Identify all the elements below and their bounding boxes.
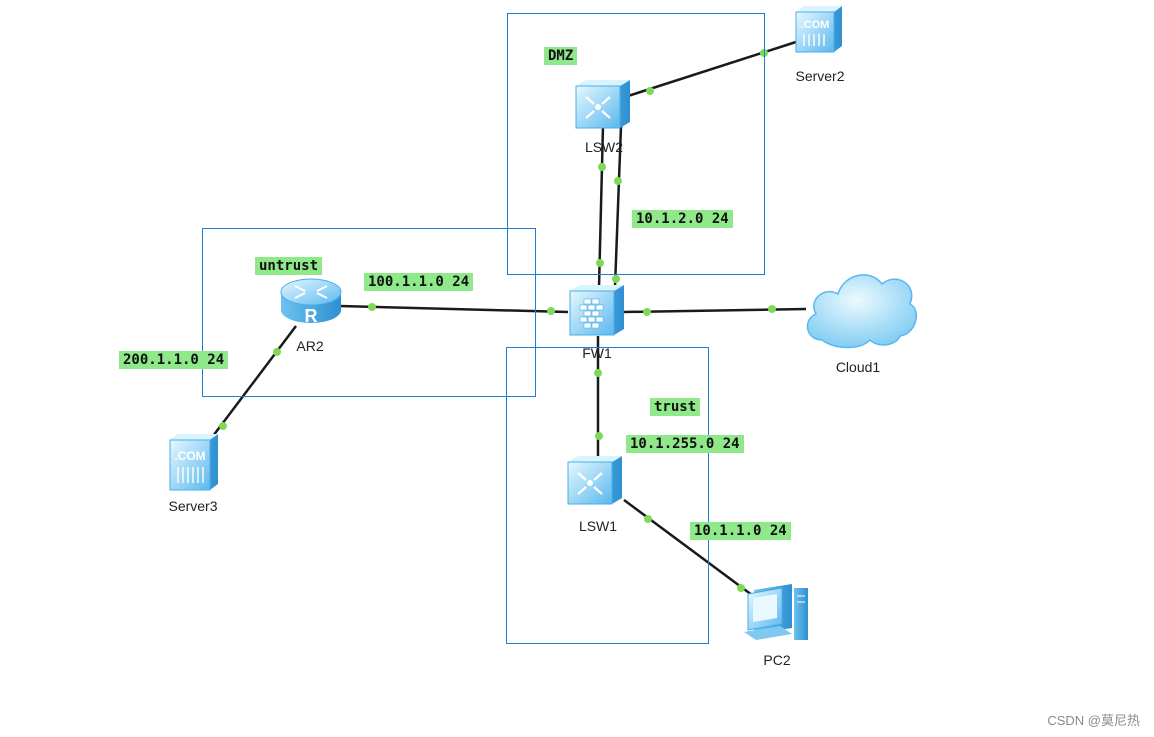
router-letter: R — [305, 306, 318, 326]
server3-badge: .COM — [174, 449, 205, 463]
port-dots — [219, 49, 776, 592]
zone-trust-box — [506, 347, 709, 644]
cloud1-icon[interactable] — [806, 274, 918, 349]
link-lsw1-pc2 — [623, 498, 753, 597]
zone-untrust-tag: untrust — [255, 257, 323, 275]
link-fw1-cloud1 — [623, 307, 807, 314]
fw1-firewall-icon[interactable] — [569, 285, 624, 336]
fw1-label: FW1 — [582, 345, 612, 361]
net-dmz-tag: 10.1.2.0 24 — [632, 210, 733, 228]
link-lsw2-server2 — [627, 40, 797, 98]
net-trust-tag: 10.1.255.0 24 — [626, 435, 744, 453]
lsw2-label: LSW2 — [584, 139, 624, 155]
pc2-label: PC2 — [763, 652, 791, 668]
cloud1-label: Cloud1 — [835, 359, 881, 375]
pc2-icon[interactable] — [744, 584, 808, 640]
server3-icon[interactable]: .COM — [169, 434, 218, 491]
lsw1-switch-icon[interactable] — [567, 456, 622, 505]
ar2-label: AR2 — [296, 338, 324, 354]
zone-dmz-tag: DMZ — [544, 47, 578, 65]
links — [209, 40, 807, 597]
lsw1-label: LSW1 — [578, 518, 618, 534]
link-lsw2-fw1-b — [613, 125, 623, 288]
server2-badge: .COM — [801, 19, 830, 31]
server2-label: Server2 — [795, 68, 845, 84]
link-ar2-server3 — [209, 325, 297, 441]
zone-trust-tag: trust — [650, 398, 701, 416]
zone-dmz-box — [507, 13, 765, 275]
zone-untrust-box — [202, 228, 536, 397]
net-server3-tag: 200.1.1.0 24 — [119, 351, 229, 369]
server2-icon[interactable]: .COM — [795, 6, 842, 53]
net-pc-tag: 10.1.1.0 24 — [690, 522, 791, 540]
net-untrust-tag: 100.1.1.0 24 — [364, 273, 474, 291]
server3-label: Server3 — [168, 498, 218, 514]
lsw2-switch-icon[interactable] — [575, 80, 630, 129]
watermark: CSDN @莫尼热 — [1047, 713, 1140, 728]
link-ar2-fw1 — [339, 304, 569, 314]
ar2-router-icon[interactable]: R — [280, 278, 342, 326]
